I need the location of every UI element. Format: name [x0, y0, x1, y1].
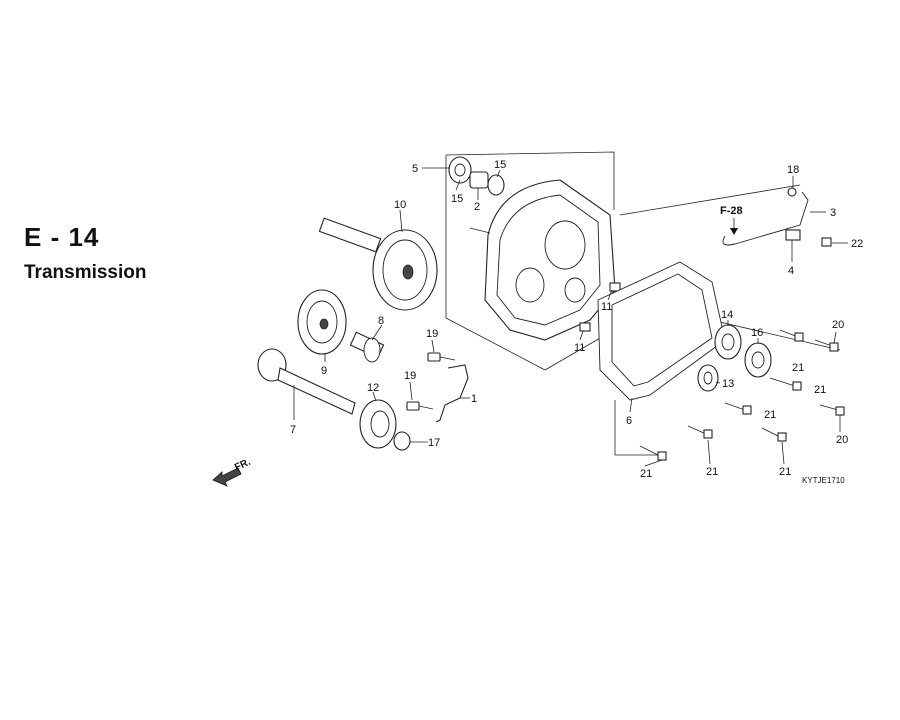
- callout-17: 17: [428, 437, 440, 449]
- callout-13: 13: [722, 378, 734, 390]
- transmission-case: [469, 179, 616, 341]
- dowel-pin-11: [579, 322, 591, 332]
- bearing-15: [487, 174, 505, 196]
- gasket-6-inner: [611, 273, 713, 387]
- callout-21: 21: [706, 466, 718, 478]
- leader-line: [707, 439, 711, 465]
- bracket-1: [435, 364, 469, 423]
- case-frame-line: [445, 317, 546, 371]
- clamp-4: [785, 229, 801, 241]
- reference-label: F-28: [720, 205, 743, 217]
- countershaft-gear: [318, 217, 438, 311]
- leader-line: [781, 441, 785, 465]
- page-code: E - 14: [24, 222, 100, 252]
- page-title: Transmission: [24, 262, 147, 283]
- callout-11: 11: [601, 301, 612, 313]
- callout-21: 21: [779, 466, 791, 478]
- callout-8: 8: [378, 315, 384, 327]
- callout-6: 6: [626, 415, 632, 427]
- callout-18: 18: [787, 164, 799, 176]
- callout-20: 20: [836, 434, 848, 446]
- leader-line: [833, 331, 837, 344]
- callout-1: 1: [471, 393, 477, 405]
- callout-20: 20: [832, 319, 844, 331]
- reference-arrow-head: [730, 228, 738, 235]
- callout-19: 19: [426, 328, 438, 340]
- dowel-pin-11: [609, 282, 621, 292]
- collar-2: [469, 171, 489, 189]
- bearing-16-inner: [751, 351, 765, 369]
- ring-17: [393, 431, 411, 451]
- front-direction-arrow: [212, 467, 242, 487]
- callout-9: 9: [321, 365, 327, 377]
- bolts-21: [639, 329, 804, 461]
- callout-12: 12: [367, 382, 379, 394]
- callout-22: 22: [851, 238, 863, 250]
- callout-11: 11: [574, 342, 585, 354]
- leader-line: [644, 459, 663, 467]
- bearing-13-inner: [703, 371, 713, 385]
- oil-seal-5-inner: [454, 163, 466, 177]
- callout-21: 21: [814, 384, 826, 396]
- case-frame-line: [445, 151, 615, 210]
- bolt-19: [406, 352, 456, 411]
- bolt-22: [821, 237, 832, 247]
- breather-tube-3: [722, 191, 809, 246]
- callout-19: 19: [404, 370, 416, 382]
- bearing-12: [359, 399, 397, 449]
- callout-10: 10: [394, 199, 406, 211]
- final-shaft: [257, 348, 356, 415]
- bolts-20: [814, 339, 845, 416]
- callout-16: 16: [751, 327, 763, 339]
- front-direction-label: FR.: [233, 457, 252, 474]
- bearing-14-inner: [721, 333, 735, 351]
- callout-2: 2: [474, 201, 480, 213]
- leader-lines: [293, 167, 848, 443]
- callout-7: 7: [290, 424, 296, 436]
- callout-5: 5: [412, 163, 418, 175]
- callout-3: 3: [830, 207, 836, 219]
- pinion-shaft: [349, 331, 385, 363]
- callout-21: 21: [764, 409, 776, 421]
- callout-21: 21: [640, 468, 652, 480]
- leader-line: [619, 184, 801, 216]
- drawing-code: KYTJE1710: [802, 476, 845, 485]
- callout-15: 15: [494, 159, 506, 171]
- callout-15: 15: [451, 193, 463, 205]
- callout-14: 14: [721, 309, 733, 321]
- callout-4: 4: [788, 265, 794, 277]
- small-gear: [297, 289, 347, 355]
- callout-21: 21: [792, 362, 804, 374]
- clip-18: [787, 187, 797, 197]
